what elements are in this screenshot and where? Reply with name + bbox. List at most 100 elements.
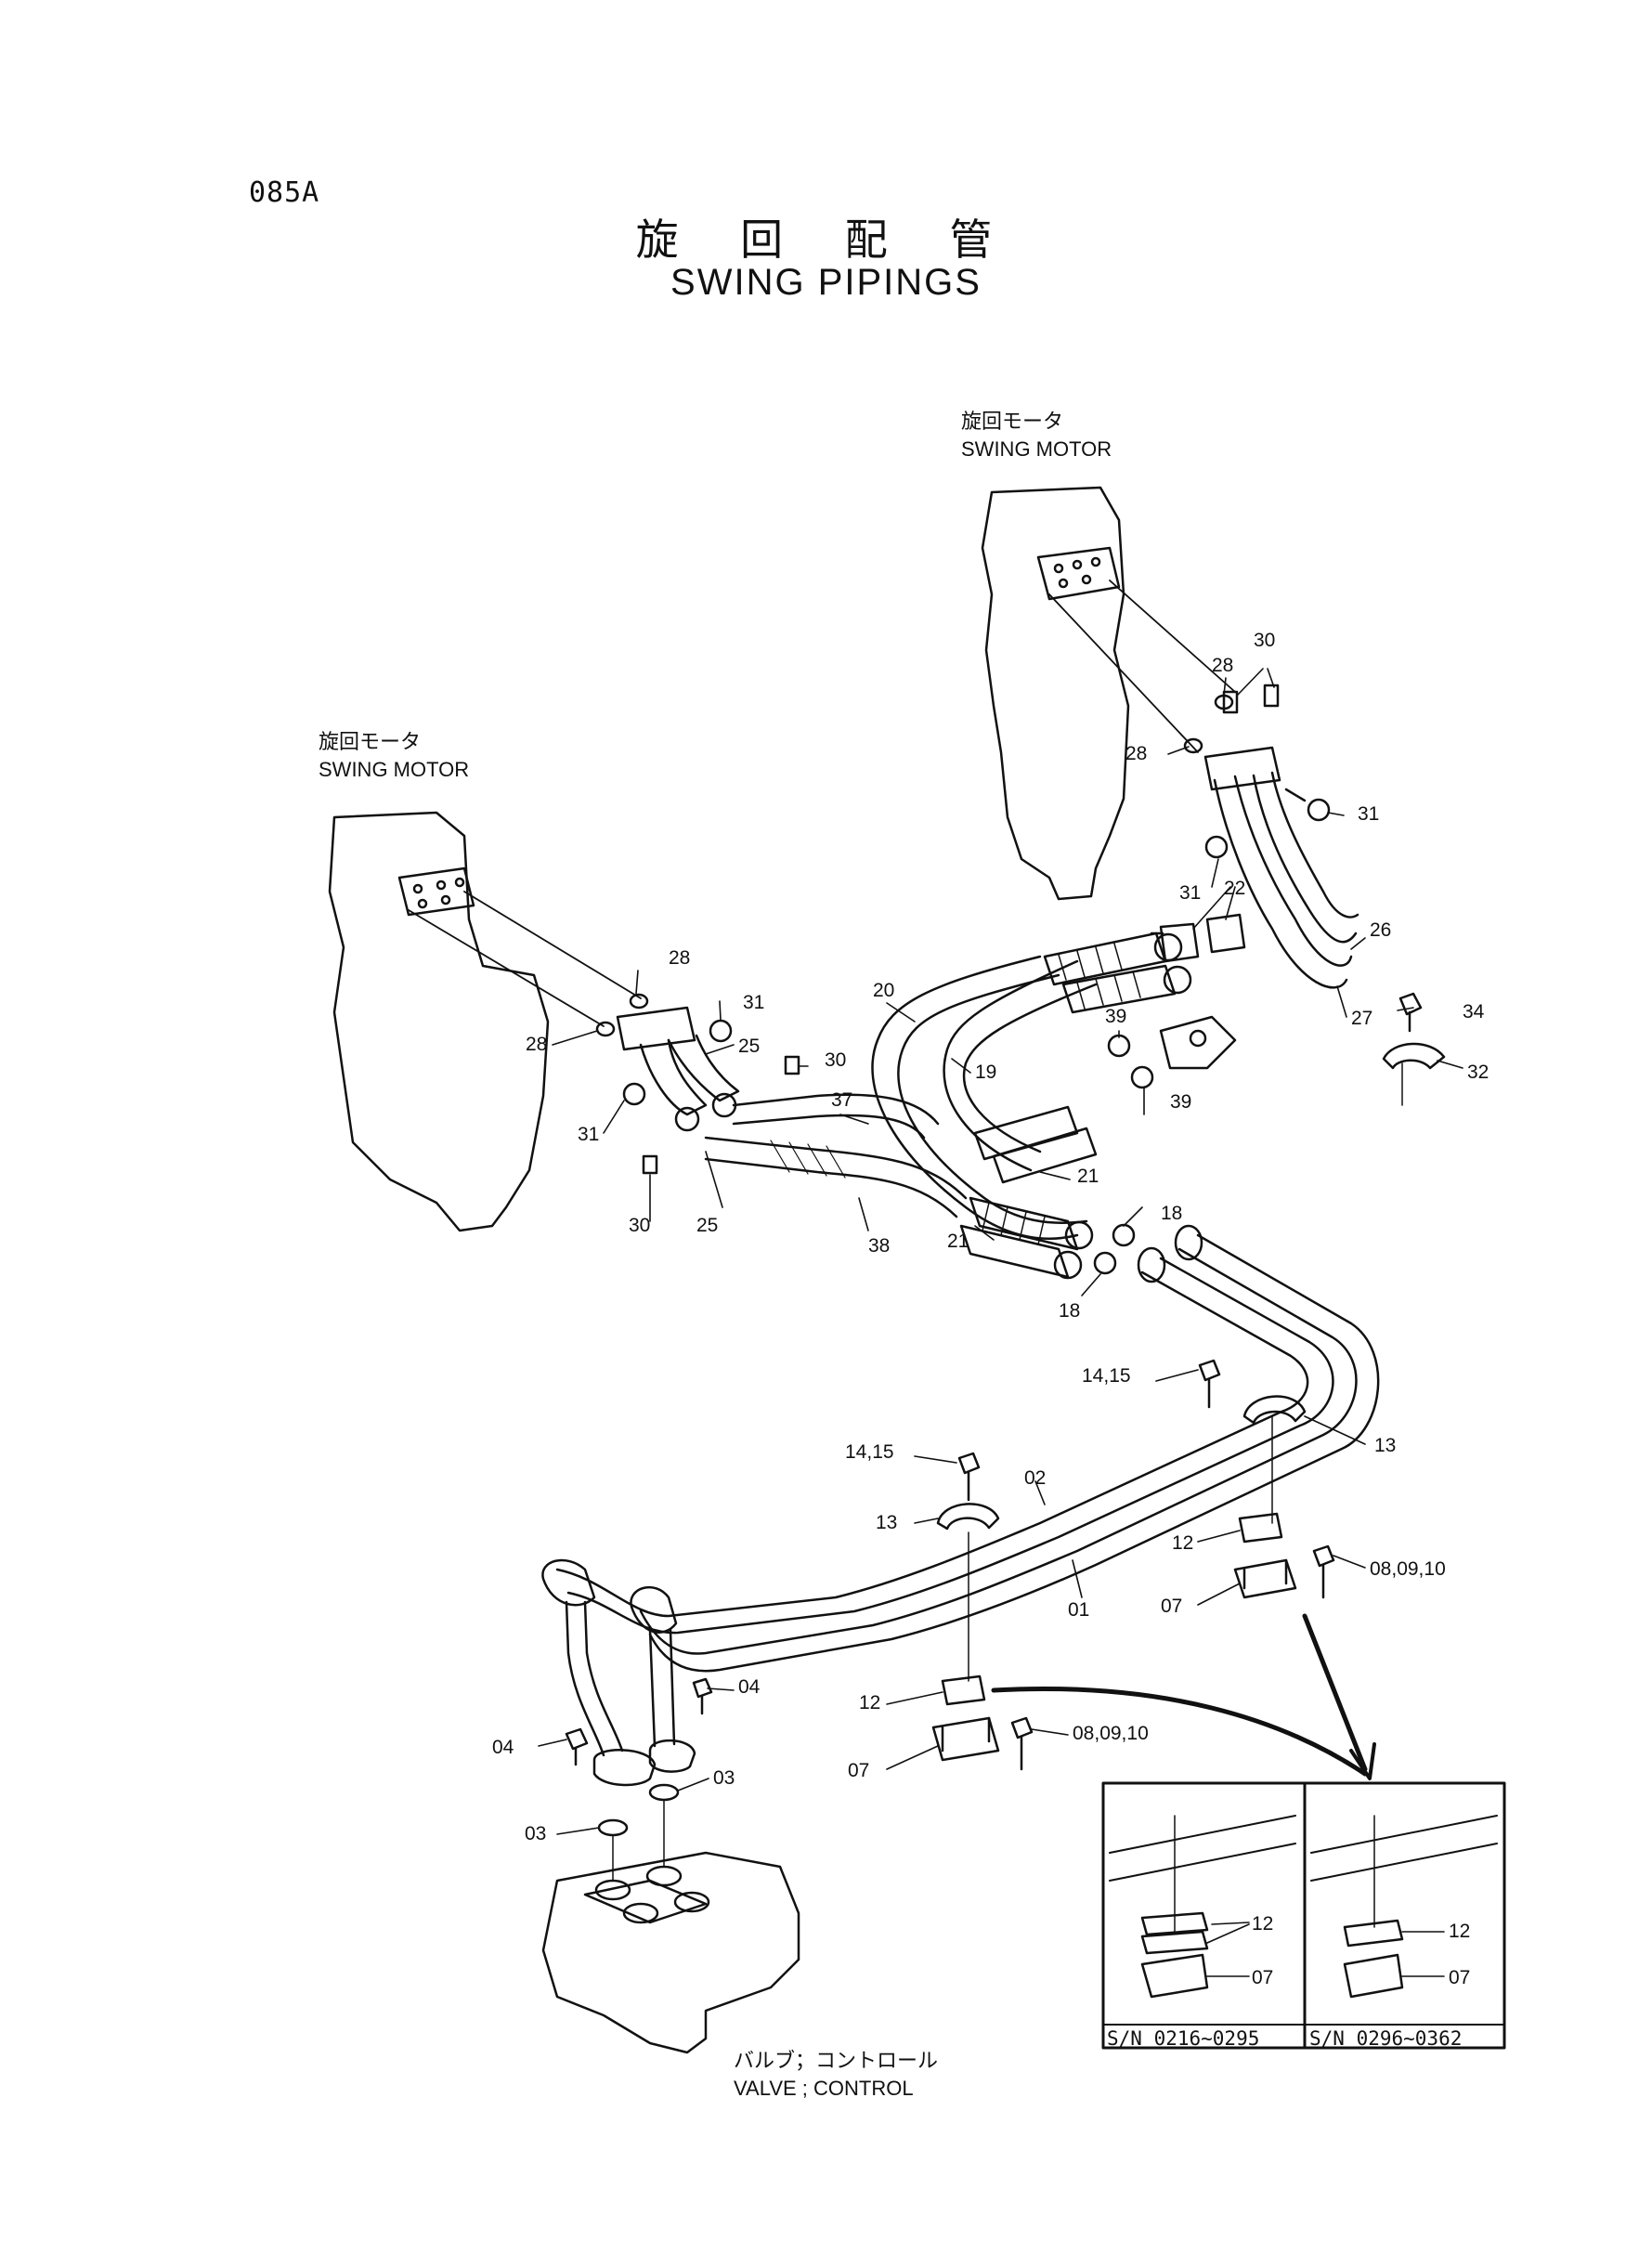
right-motor-leaders — [1048, 580, 1236, 753]
callout-30-top: 30 — [1254, 630, 1276, 651]
pipe-end-caps — [1137, 1224, 1203, 1283]
o-ring-28-left-b — [595, 1021, 616, 1037]
clamp-32 — [1382, 1042, 1446, 1070]
hose-fittings-upper — [1043, 932, 1192, 1014]
callout-28-b: 28 — [1125, 743, 1148, 764]
spacer-12-right — [1238, 1512, 1283, 1544]
hose-20 — [871, 955, 1088, 1240]
callout-13-a: 13 — [1374, 1435, 1397, 1456]
arrow-to-inset-2 — [1302, 1613, 1368, 1772]
callout-28-left-b: 28 — [526, 1034, 548, 1055]
inset-callout-07-b: 07 — [1449, 1967, 1471, 1988]
callout-leaders — [538, 668, 1463, 1977]
inset-callout-12-b: 12 — [1449, 1921, 1471, 1942]
arrow-to-inset — [991, 1686, 1368, 1777]
callout-21-b: 21 — [947, 1231, 969, 1252]
label-swing-motor-left-en: SWING MOTOR — [319, 758, 470, 781]
callout-31-right-a: 31 — [1358, 803, 1380, 825]
callout-39-a: 39 — [1105, 1006, 1127, 1027]
bolt-14-15-lower — [957, 1452, 981, 1502]
bolt-08-09-10-right — [1312, 1544, 1335, 1599]
callout-07-a: 07 — [1161, 1596, 1183, 1617]
clamp-13-upper — [1242, 1395, 1307, 1425]
callout-21-a: 21 — [1077, 1166, 1099, 1187]
hose-middle — [973, 1105, 1098, 1184]
callout-22: 22 — [1224, 878, 1246, 899]
callout-03-a: 03 — [713, 1767, 735, 1789]
inset-callout-12-a: 12 — [1252, 1913, 1274, 1935]
callout-14-15-a: 14,15 — [1082, 1365, 1131, 1387]
callout-18-b: 18 — [1059, 1300, 1081, 1322]
bolt-30-left — [642, 1055, 800, 1175]
callout-34: 34 — [1463, 1001, 1485, 1023]
bolt-30-right — [1222, 684, 1280, 714]
arrowhead-inset — [1349, 1742, 1376, 1780]
title-english: SWING PIPINGS — [670, 262, 982, 303]
callout-28-a: 28 — [1212, 655, 1234, 676]
callout-04-b: 04 — [492, 1737, 514, 1758]
pipe-01 — [639, 1233, 1380, 1673]
callout-27: 27 — [1351, 1008, 1373, 1029]
callout-31-left-a: 31 — [743, 992, 765, 1013]
callout-01: 01 — [1068, 1599, 1090, 1621]
callout-32: 32 — [1467, 1062, 1489, 1083]
bolt-34 — [1398, 992, 1423, 1033]
control-valve — [541, 1799, 800, 2054]
o-ring-03-a — [597, 1818, 629, 1837]
hose-19 — [943, 959, 1098, 1172]
label-valve-en: VALVE ; CONTROL — [734, 2077, 914, 2100]
callout-08-09-10-b: 08,09,10 — [1073, 1723, 1149, 1744]
callout-12-a: 12 — [1172, 1532, 1194, 1554]
callout-19: 19 — [975, 1062, 997, 1083]
callout-14-15-b: 14,15 — [845, 1441, 894, 1463]
hose-38 — [704, 1136, 968, 1218]
callout-07-b: 07 — [848, 1760, 870, 1781]
swing-motor-right — [981, 486, 1130, 901]
callout-39-b: 39 — [1170, 1091, 1192, 1113]
o-ring-03-b — [648, 1783, 680, 1802]
callout-18-a: 18 — [1161, 1203, 1183, 1224]
clamp-13-lower — [936, 1503, 1000, 1531]
elbow-22 — [1150, 913, 1246, 963]
valve-flanges — [592, 1739, 696, 1787]
callout-25-b: 25 — [696, 1215, 719, 1236]
bracket-07-left — [931, 1716, 1000, 1762]
callout-31-left-b: 31 — [578, 1124, 600, 1145]
left-motor-leaders — [408, 891, 642, 1027]
spacer-12-left — [941, 1674, 986, 1706]
title-japanese: 旋 回 配 管 — [635, 215, 1017, 265]
callout-12-b: 12 — [859, 1692, 881, 1713]
tee-block — [1159, 1015, 1237, 1070]
inset-callout-07-a: 07 — [1252, 1967, 1274, 1988]
pipe-elbows-valve — [541, 1558, 678, 1757]
label-swing-motor-right-jp: 旋回モータ — [961, 410, 1064, 433]
o-ring-28-right-b — [1183, 737, 1203, 754]
callout-31-right-b: 31 — [1179, 882, 1202, 904]
bolt-31-right — [1204, 788, 1331, 859]
inset-box — [1101, 1781, 1506, 2050]
page-code: 085A — [249, 176, 320, 209]
hose-21-fittings — [959, 1196, 1094, 1280]
label-valve-jp: バルブ；コントロール — [734, 2049, 939, 2072]
swing-motor-left — [328, 811, 550, 1232]
label-swing-motor-right-en: SWING MOTOR — [961, 437, 1112, 461]
callout-30-left-a: 30 — [825, 1049, 847, 1071]
bracket-07-right — [1233, 1558, 1297, 1599]
callout-08-09-10-a: 08,09,10 — [1370, 1558, 1446, 1580]
fittings-39 — [1107, 1034, 1154, 1089]
callout-30-left-b: 30 — [629, 1215, 651, 1236]
callout-37: 37 — [831, 1089, 853, 1111]
flange-right — [1203, 746, 1359, 989]
pipe-02 — [555, 1257, 1334, 1635]
callout-26: 26 — [1370, 919, 1392, 941]
callout-03-b: 03 — [525, 1823, 547, 1844]
bolt-31-left — [622, 1019, 733, 1106]
o-ring-28-left-a — [629, 993, 649, 1010]
inset-serial-right: S/N 0296~0362 — [1309, 2027, 1463, 2050]
bolt-08-09-10-left — [1010, 1716, 1034, 1771]
callout-04-a: 04 — [738, 1676, 761, 1698]
bolt-14-15-upper — [1198, 1359, 1221, 1409]
bolts-04 — [565, 1677, 713, 1766]
callout-38: 38 — [868, 1235, 891, 1257]
